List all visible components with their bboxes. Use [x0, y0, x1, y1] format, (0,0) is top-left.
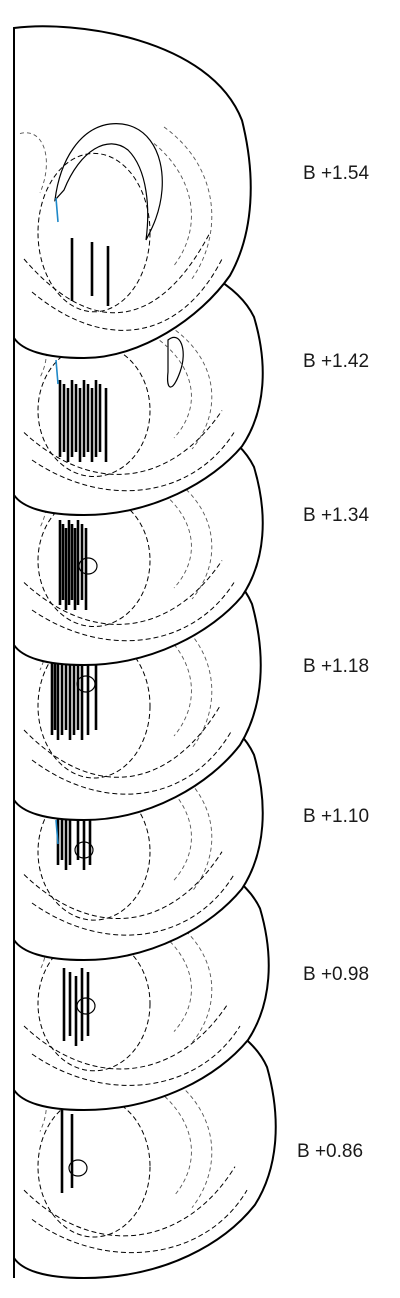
region-boundary — [23, 1166, 236, 1237]
region-boundary — [31, 1189, 248, 1254]
blue-marker — [55, 197, 59, 223]
sections-layer — [13, 25, 277, 1280]
section-label-3: B +1.34 — [303, 505, 370, 526]
anterior-commissure — [68, 1159, 88, 1177]
region-boundary — [23, 851, 223, 919]
region-boundary — [23, 410, 223, 475]
region-boundary — [153, 143, 192, 266]
ventricle-tip — [167, 337, 184, 388]
region-boundary — [163, 322, 213, 450]
section-label-1: B +1.54 — [303, 163, 370, 184]
region-boundary — [31, 874, 235, 936]
region-boundary — [23, 232, 211, 314]
section-label-7: B +0.86 — [297, 1141, 364, 1162]
region-boundary — [23, 705, 221, 778]
section-label-5: B +1.10 — [303, 806, 370, 827]
region-boundary — [163, 126, 213, 280]
region-boundary — [31, 1025, 241, 1086]
region-boundary — [37, 782, 151, 921]
region-boundary — [23, 560, 223, 625]
section-label-6: B +0.98 — [303, 964, 370, 985]
section-label-2: B +1.42 — [303, 351, 370, 372]
region-boundary — [153, 1087, 192, 1197]
region-boundary — [37, 152, 151, 313]
blue-marker — [55, 359, 59, 385]
region-boundary — [19, 132, 47, 194]
blue-marker — [55, 819, 59, 845]
lateral-ventricle — [54, 123, 163, 241]
region-boundary — [31, 258, 223, 331]
region-boundary — [37, 633, 151, 779]
section-label-4: B +1.18 — [303, 656, 370, 677]
region-boundary — [31, 729, 233, 795]
region-boundary — [23, 1003, 229, 1070]
region-boundary — [37, 494, 151, 627]
section-1 — [13, 25, 252, 360]
region-boundary — [153, 335, 192, 439]
region-boundary — [37, 344, 151, 477]
